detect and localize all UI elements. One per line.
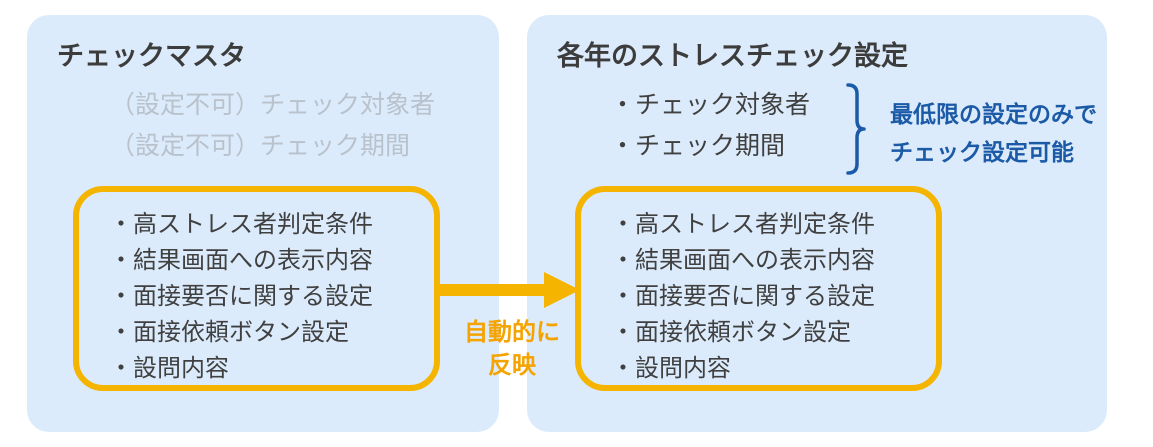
settings-item: ・面接依頼ボタン設定 bbox=[611, 318, 851, 346]
target-item-target: ・チェック対象者 bbox=[610, 90, 811, 119]
settings-item: ・面接依頼ボタン設定 bbox=[109, 318, 349, 346]
disabled-item-period: （設定不可）チェック期間 bbox=[110, 131, 411, 160]
settings-item: ・結果画面への表示内容 bbox=[109, 246, 373, 274]
disabled-item-target: （設定不可）チェック対象者 bbox=[110, 90, 436, 119]
target-item-period: ・チェック期間 bbox=[610, 131, 786, 160]
master-settings-box: ・高ストレス者判定条件 ・結果画面への表示内容 ・面接要否に関する設定 ・面接依… bbox=[73, 186, 440, 391]
note-line: 最低限の設定のみで bbox=[890, 102, 1097, 128]
settings-item: ・設問内容 bbox=[109, 354, 229, 382]
settings-item: ・面接要否に関する設定 bbox=[109, 282, 373, 310]
right-arrow-icon bbox=[440, 272, 580, 308]
settings-item: ・面接要否に関する設定 bbox=[611, 282, 875, 310]
settings-item: ・結果画面への表示内容 bbox=[611, 246, 875, 274]
curly-brace-icon bbox=[846, 83, 866, 175]
yearly-settings-box: ・高ストレス者判定条件 ・結果画面への表示内容 ・面接要否に関する設定 ・面接依… bbox=[575, 186, 942, 391]
settings-item: ・高ストレス者判定条件 bbox=[109, 210, 373, 238]
master-settings-list: ・高ストレス者判定条件 ・結果画面への表示内容 ・面接要否に関する設定 ・面接依… bbox=[109, 206, 373, 386]
minimum-settings-note: 最低限の設定のみで チェック設定可能 bbox=[890, 96, 1097, 172]
settings-item: ・設問内容 bbox=[611, 354, 731, 382]
settings-item: ・高ストレス者判定条件 bbox=[611, 210, 875, 238]
arrow-label-line: 反映 bbox=[488, 351, 536, 379]
auto-reflect-label: 自動的に 反映 bbox=[456, 316, 568, 382]
master-panel-title: チェックマスタ bbox=[57, 41, 246, 72]
arrow-label-line: 自動的に bbox=[464, 318, 560, 346]
note-line: チェック設定可能 bbox=[890, 140, 1074, 166]
yearly-settings-list: ・高ストレス者判定条件 ・結果画面への表示内容 ・面接要否に関する設定 ・面接依… bbox=[611, 206, 875, 386]
yearly-settings-title: 各年のストレスチェック設定 bbox=[557, 41, 908, 72]
